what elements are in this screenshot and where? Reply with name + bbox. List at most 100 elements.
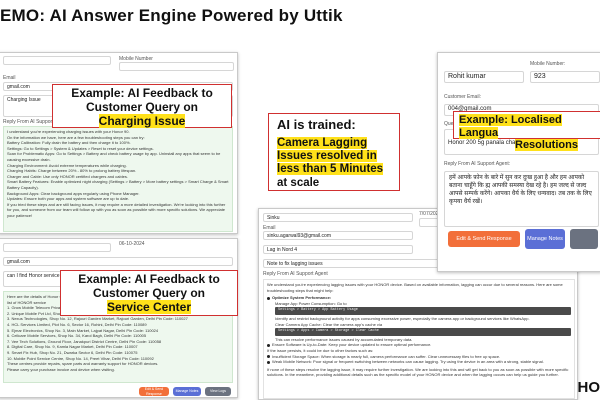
- reply-line: 8. Digital Care, Shop No. 9, Kamla Nagar…: [7, 344, 138, 350]
- reply-line: 7. Vee Tech Solutions, Ground Floor, Jan…: [7, 338, 162, 344]
- localised-language-screenshot: Rohit kumar Mobile Number: 923 Customer …: [437, 52, 600, 272]
- email-label: Email: [263, 225, 276, 231]
- charging-issue-screenshot: Mobile Number Email gmail.com Charging I…: [0, 52, 238, 234]
- email-label: Email: [3, 75, 16, 81]
- date-text: 7/07/2025: [419, 211, 442, 217]
- bullet-icon: [267, 296, 270, 300]
- reply-step-detail: Identify and restrict background activit…: [275, 315, 530, 321]
- ai-reply-box: We understand you're experiencing laggin…: [263, 279, 575, 399]
- reply-line: 10. Mobile Point Service Centre, Shop No…: [7, 355, 154, 361]
- corner-brand-text: HO: [577, 379, 600, 396]
- ai-reply-box: I understand you're experiencing chargin…: [3, 126, 233, 232]
- reply-line: 6. Cellcare Mobile Services, Shop No. 34…: [7, 333, 147, 339]
- ai-reply-box[interactable]: हमें आपके फ़ोन के बारे में सुन कर दुःख ह…: [444, 171, 599, 227]
- reply-step: Manage App Power Consumption: Go to: [275, 300, 347, 306]
- edit-send-button[interactable]: Edit & Send Response: [139, 387, 169, 396]
- mobile-field-group: Mobile Number: [119, 56, 234, 71]
- reply-line: Settings: Go to Settings > System & Upda…: [7, 145, 154, 151]
- name-field[interactable]: Sinku: [263, 213, 413, 222]
- mobile-label: Mobile Number: [119, 56, 153, 62]
- reply-point-detail: If the issue persists, it could be due t…: [267, 347, 374, 353]
- reply-line: Scan for Problematic Apps: Go to Setting…: [7, 151, 221, 162]
- name-field-group: [3, 56, 111, 65]
- callout-charging-issue: Example: AI Feedback to Customer Query o…: [52, 84, 232, 128]
- reply-steps: Manage App Power Consumption: Go to Sett…: [267, 301, 571, 343]
- reply-line: Charger and Cable: Use only HONOR certif…: [7, 173, 128, 179]
- callout-tail: at scale: [277, 176, 320, 189]
- reply-line: Updates: Ensure both your apps and syste…: [7, 196, 130, 202]
- reply-point-row: Weak Mobile Network: Poor signal or freq…: [267, 359, 571, 365]
- manage-notes-button[interactable]: Manage Notes: [525, 229, 565, 249]
- callout-service-center: Example: AI Feedback to Customer Query o…: [60, 270, 238, 316]
- email-label: Customer Email:: [444, 94, 481, 100]
- callout-line: Example: AI Feedback to: [71, 86, 213, 100]
- more-button[interactable]: [570, 229, 598, 249]
- edit-send-button[interactable]: Edit & Send Response: [448, 231, 520, 247]
- reply-line: These centres provide repairs, spare par…: [7, 361, 159, 367]
- callout-line: Example: AI Feedback to: [78, 272, 220, 286]
- page-title: EMO: AI Answer Engine Powered by Uttik: [0, 6, 343, 25]
- reply-intro: We understand you're experiencing laggin…: [267, 282, 563, 293]
- manage-notes-label: Manage Notes: [527, 235, 563, 242]
- name-field[interactable]: Rohit kumar: [444, 71, 524, 83]
- reply-outro: If none of these steps resolve the laggi…: [267, 366, 569, 378]
- reply-label: Reply From AI Support Agent:: [444, 161, 511, 167]
- reply-line: 3. Nexus Technologies, Shop No. 12, Rajo…: [7, 316, 188, 322]
- callout-title: AI is trained:: [277, 117, 356, 132]
- callout-highlight-wrap: Charging Issue: [53, 113, 231, 129]
- reply-heading: Optimize System Performance:: [272, 295, 332, 301]
- callout-line: Example: Localised Langua: [459, 114, 597, 139]
- reply-point: Insufficient Storage Space: When storage…: [272, 353, 501, 359]
- callout-highlight: Resolutions: [515, 139, 578, 152]
- edit-send-label: Edit & Send Response: [456, 235, 512, 242]
- callout-line: Customer Query on: [92, 285, 206, 300]
- mobile-field[interactable]: 923: [530, 71, 600, 83]
- query-label: Query:: [444, 121, 460, 127]
- reply-line: Please carry your purchase invoice and d…: [7, 366, 115, 372]
- callout-highlight-wrap: Service Center: [61, 299, 237, 315]
- reply-point-row: Insufficient Storage Space: When storage…: [267, 354, 571, 360]
- reply-point: Weak Mobile Network: Poor signal or freq…: [272, 359, 544, 365]
- query-field[interactable]: Lag in Nord 4: [263, 245, 413, 254]
- reply-line: Smart Battery Features: Enable optimized…: [7, 179, 229, 190]
- callout-highlight: Charging Issue: [98, 113, 186, 128]
- reply-step-detail: This can resolve performance issues caus…: [275, 336, 413, 342]
- reply-line: Charging Environment: Avoid extreme temp…: [7, 162, 127, 168]
- bullet-icon: [267, 343, 270, 347]
- reply-line: list of HONOR service: [7, 299, 47, 305]
- name-field[interactable]: [3, 56, 111, 65]
- mobile-field[interactable]: [119, 62, 234, 71]
- reply-label: Reply From AI Support Agent: [3, 119, 68, 125]
- callout-highlight: Service Center: [106, 299, 192, 314]
- date-text: 06-10-2024: [119, 241, 145, 247]
- callout-localised-language: Example: Localised Langua Resolutions: [453, 111, 600, 152]
- callout-highlight: Camera Lagging Issues resolved in less t…: [277, 136, 384, 176]
- manage-notes-button[interactable]: Manage Notes: [173, 387, 201, 396]
- service-center-screenshot: 06-10-2024 gmail.com can I find Honor se…: [0, 238, 238, 398]
- bullet-icon: [267, 360, 270, 364]
- email-field[interactable]: gmail.com: [3, 257, 233, 266]
- reply-point-row: Ensure Software is Up-to-Date: Keep your…: [267, 342, 571, 348]
- reply-line: If you tried these steps and are still f…: [7, 201, 226, 218]
- name-field[interactable]: [3, 243, 111, 252]
- email-field[interactable]: sinku.agarwal93@gmail.com: [263, 231, 413, 240]
- reply-heading-row: Optimize System Performance:: [267, 295, 571, 301]
- reply-label: Reply From AI Support Agent: [263, 271, 328, 277]
- reply-line: 9. Smart Fix Hub, Shop No. 21, Dwarka Se…: [7, 349, 138, 355]
- callout-ai-trained: AI is trained: Camera Lagging Issues res…: [268, 113, 400, 191]
- reply-point: Ensure Software is Up-to-Date: Keep your…: [272, 342, 432, 348]
- reply-line: Charging Habits: Charge between 20% - 80…: [7, 168, 137, 174]
- reply-line: 5. Ejmar Electronics, Shop No. 3, Main M…: [7, 327, 159, 333]
- code-snippet: Settings > Apps > Camera > Storage > Cle…: [275, 328, 571, 336]
- reply-line: 4. HCL Services Limited, Plot No. 6, Sec…: [7, 321, 147, 327]
- mobile-label: Mobile Number:: [530, 61, 566, 67]
- callout-line: Resolutions: [459, 139, 597, 152]
- view-logs-button[interactable]: View Logs: [205, 387, 231, 396]
- reply-line: On the information we have, here are a f…: [7, 134, 145, 140]
- lagging-issue-screenshot: Sinku 7/07/2025 Email sinku.agarwal93@gm…: [258, 208, 578, 400]
- reply-line: I understand you're experiencing chargin…: [7, 129, 130, 134]
- reply-step: Clear Camera App Cache: Clear the camera…: [275, 321, 383, 327]
- reply-line: Battery Calibration: Fully drain the bat…: [7, 140, 131, 146]
- callout-highlight: Example: Localised Langua: [459, 114, 562, 139]
- reply-line: Background Apps: Clear background apps r…: [7, 190, 140, 196]
